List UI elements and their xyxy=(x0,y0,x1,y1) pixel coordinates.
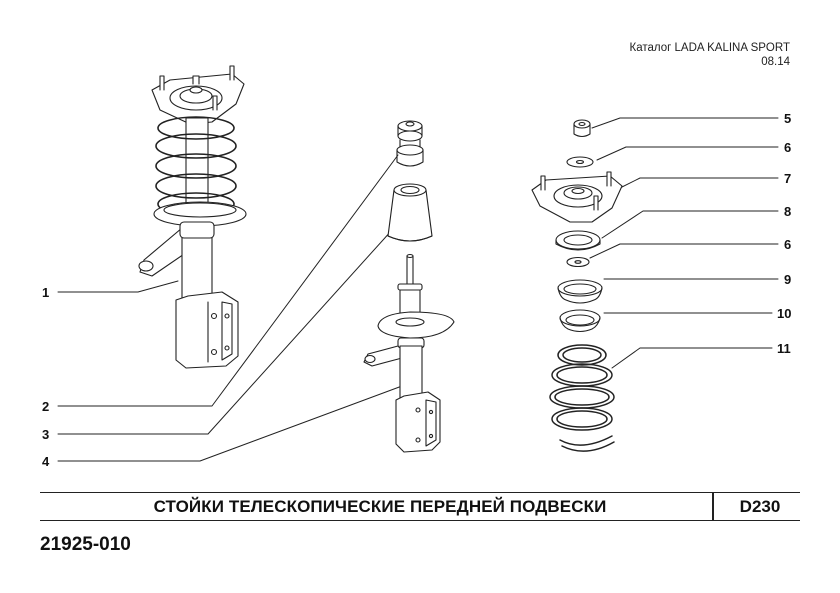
support-bearing xyxy=(555,230,601,251)
top-mount xyxy=(531,171,623,223)
leader-3 xyxy=(57,229,393,435)
callout-6-lower: 6 xyxy=(784,237,792,252)
leader-7 xyxy=(619,177,779,189)
title-divider xyxy=(712,492,714,521)
leader-6a xyxy=(596,146,779,161)
coil-spring xyxy=(549,344,615,452)
catalog-edition: 08.14 xyxy=(761,56,790,68)
strut-assembly-complete xyxy=(138,65,247,369)
bump-stop xyxy=(396,120,424,167)
section-code: D230 xyxy=(739,497,781,516)
washer-lower xyxy=(566,256,590,268)
catalog-title: Каталог LADA KALINA SPORT xyxy=(629,42,790,54)
catalog-header: Каталог LADA KALINA SPORT 08.14 xyxy=(630,41,790,69)
dust-boot xyxy=(387,183,433,242)
leader-2 xyxy=(57,154,399,407)
nut xyxy=(573,119,591,138)
callout-8: 8 xyxy=(784,204,792,219)
callout-5: 5 xyxy=(784,111,792,126)
page-title: СТОЙКИ ТЕЛЕСКОПИЧЕСКИЕ ПЕРЕДНЕЙ ПОДВЕСКИ xyxy=(153,497,607,516)
callout-3: 3 xyxy=(42,427,50,442)
spring-insulator xyxy=(559,309,601,333)
callout-11: 11 xyxy=(777,341,791,356)
leader-5 xyxy=(591,117,779,129)
callout-10: 10 xyxy=(777,306,792,321)
washer-upper xyxy=(566,156,594,168)
leader-8 xyxy=(601,210,779,239)
callout-6-upper: 6 xyxy=(784,140,792,155)
callout-4: 4 xyxy=(42,454,50,469)
callout-2: 2 xyxy=(42,399,50,414)
leader-11 xyxy=(611,347,773,369)
callout-7: 7 xyxy=(784,171,792,186)
upper-spring-seat xyxy=(557,279,603,304)
leader-4 xyxy=(57,385,403,462)
shock-absorber-strut xyxy=(363,253,455,453)
part-number: 21925-010 xyxy=(40,534,131,555)
title-bar: СТОЙКИ ТЕЛЕСКОПИЧЕСКИЕ ПЕРЕДНЕЙ ПОДВЕСКИ… xyxy=(40,492,800,521)
leader-1 xyxy=(57,280,179,293)
callout-9: 9 xyxy=(784,272,792,287)
exploded-view-illustration xyxy=(57,65,779,462)
leader-lines xyxy=(57,117,779,462)
leader-6b xyxy=(589,243,779,259)
callout-1: 1 xyxy=(42,285,50,300)
